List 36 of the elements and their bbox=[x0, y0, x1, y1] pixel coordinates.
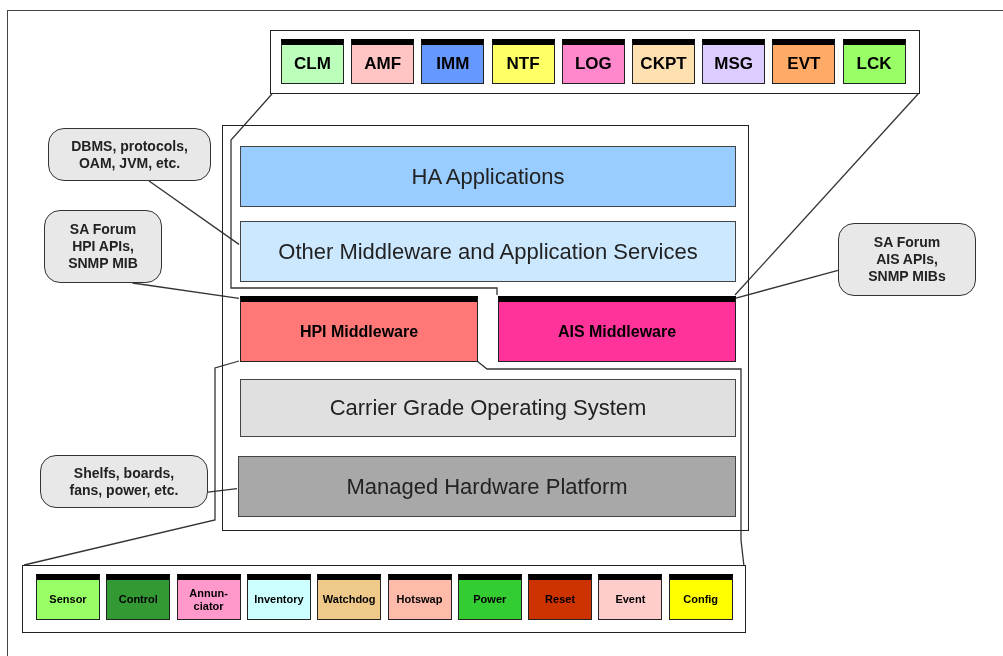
service-tab: LCK bbox=[842, 39, 906, 84]
function-tab: Inventory bbox=[246, 574, 311, 620]
box-frame bbox=[222, 125, 749, 531]
layer-box: Carrier Grade Operating System bbox=[240, 379, 736, 437]
service-tab: CKPT bbox=[632, 39, 695, 84]
zoom-line bbox=[734, 93, 919, 296]
callout-bubble: SA Forum HPI APIs, SNMP MIB bbox=[44, 210, 162, 283]
layer-box: Managed Hardware Platform bbox=[238, 456, 736, 517]
service-tab: NTF bbox=[491, 39, 555, 84]
callout-bubble: Shelfs, boards, fans, power, etc. bbox=[40, 455, 208, 508]
middleware-box: HPI Middleware bbox=[240, 296, 478, 362]
layer-box: Other Middleware and Application Services bbox=[240, 221, 736, 282]
function-tab: Config bbox=[668, 574, 733, 620]
zoom-line bbox=[23, 360, 240, 566]
zoom-line bbox=[476, 360, 745, 566]
callout-bubble: SA Forum AIS APIs, SNMP MIBs bbox=[838, 223, 976, 296]
function-tab: Hotswap bbox=[387, 574, 452, 620]
layer-box: HA Applications bbox=[240, 146, 736, 207]
function-tab: Event bbox=[598, 574, 663, 620]
box-frame bbox=[22, 565, 746, 633]
function-tab: Annun-ciator bbox=[176, 574, 241, 620]
function-tab: Reset bbox=[528, 574, 593, 620]
service-tab: LOG bbox=[561, 39, 625, 84]
service-tab: CLM bbox=[281, 39, 344, 84]
service-tab: EVT bbox=[772, 39, 836, 84]
box-frame bbox=[270, 30, 920, 94]
zoom-line bbox=[230, 93, 498, 296]
function-tab: Sensor bbox=[36, 574, 100, 620]
callout-bubble: DBMS, protocols, OAM, JVM, etc. bbox=[48, 128, 211, 181]
function-tab: Power bbox=[457, 574, 522, 620]
service-tab: MSG bbox=[702, 39, 766, 84]
middleware-box: AIS Middleware bbox=[498, 296, 736, 362]
service-tab: IMM bbox=[421, 39, 485, 84]
function-tab: Control bbox=[106, 574, 171, 620]
function-tab: Watchdog bbox=[317, 574, 382, 620]
service-tab: AMF bbox=[351, 39, 415, 84]
